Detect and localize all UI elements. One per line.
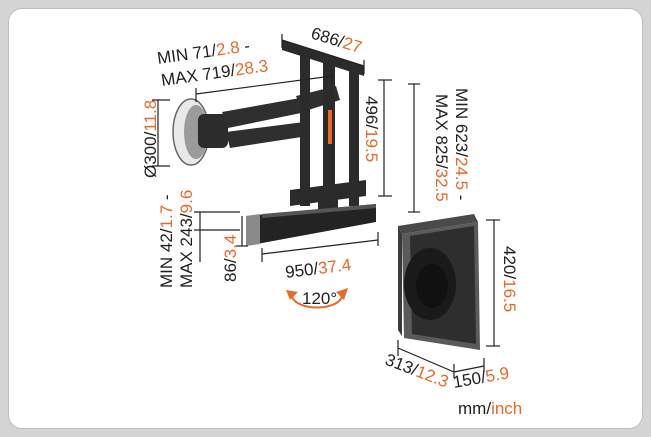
- sub-width-label: 150/5.9: [451, 363, 510, 392]
- bar-height-label: 86/3.4: [221, 235, 240, 282]
- bar-width-label: 950/37.4: [284, 255, 352, 282]
- units-legend: mm/inch: [458, 399, 522, 418]
- rotation-arrow-icon: [286, 288, 348, 309]
- bracket-height-label: 496/19.5: [362, 96, 381, 162]
- rotation-label: 120°: [302, 289, 337, 308]
- total-height-min-label: MIN 623/24.5 -: [452, 88, 471, 200]
- wall-plate: [172, 98, 228, 166]
- subwoofer: [398, 214, 480, 350]
- plate-diameter-label: Ø300/11.8: [141, 100, 160, 178]
- total-height-max-label: MAX 825/32.5: [432, 94, 451, 202]
- dimension-lines: [152, 34, 500, 378]
- bar-gap-max-label: MAX 243/9.6: [177, 190, 196, 288]
- bar-gap-min-label: MIN 42/1.7 -: [157, 194, 176, 288]
- sub-height-label: 420/16.5: [500, 246, 519, 312]
- soundbar: [246, 204, 376, 246]
- articulating-arm: [222, 86, 340, 148]
- tv-bracket: [282, 40, 366, 210]
